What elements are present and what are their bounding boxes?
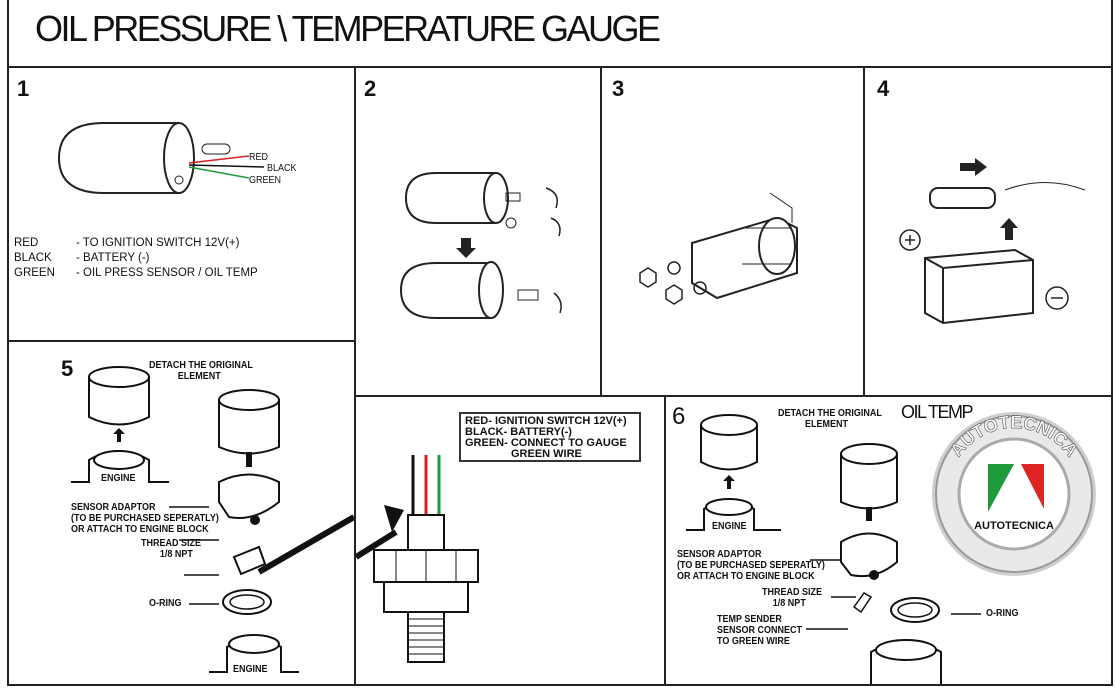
wire-label-black: BLACK (267, 163, 297, 174)
step-number: 2 (364, 76, 377, 101)
legend-row: BLACK- BATTERY (-) (14, 252, 150, 264)
sensor-adaptor-label: SENSOR ADAPTOR(TO BE PURCHASED SEPERATLY… (677, 549, 825, 582)
legend-row: RED- TO IGNITION SWITCH 12V(+) (14, 237, 240, 249)
o-ring-label: O-RING (986, 608, 1019, 619)
engine-label: ENGINE (712, 521, 747, 532)
oil-pressure-sensor-install-illustration (71, 366, 354, 673)
step-2-panel: 2 (354, 66, 602, 397)
step-4-panel: 4 (863, 66, 1113, 397)
bracket-mounting-illustration (639, 192, 798, 305)
oil-temp-sensor-install-illustration: AUTOTECNICA AUTOTECNICA (686, 412, 1096, 684)
logo-inner-text: AUTOTECNICA (974, 520, 1054, 532)
legend-row: GREEN- OIL PRESS SENSOR / OIL TEMP (14, 267, 258, 279)
battery-connection-illustration (899, 158, 1086, 325)
engine-label: ENGINE (233, 664, 268, 675)
wire-legend: RED- TO IGNITION SWITCH 12V(+) BLACK- BA… (14, 236, 258, 281)
wire-label-red: RED (249, 152, 269, 163)
sensor-adaptor-label: SENSOR ADAPTOR(TO BE PURCHASED SEPERATLY… (71, 502, 219, 535)
autotecnica-logo: AUTOTECNICA AUTOTECNICA (932, 412, 1096, 576)
step-1-panel: 1 RED BLACK GREEN RED- TO IGNITION SWITC… (7, 66, 356, 342)
step-number: 4 (877, 76, 890, 101)
sensor-wiring-panel: RED- IGNITION SWITCH 12V(+) BLACK- BATTE… (354, 395, 666, 686)
step-number: 6 (672, 403, 686, 430)
gauge-rear-illustration (57, 122, 265, 194)
pressure-sender-illustration (356, 455, 479, 663)
step-number: 5 (61, 356, 74, 381)
gauge-mounting-illustration (399, 172, 562, 319)
engine-label: ENGINE (101, 473, 136, 484)
o-ring-label: O-RING (149, 598, 182, 609)
page-title: OIL PRESSURE \ TEMPERATURE GAUGE (35, 8, 661, 49)
step-number: 1 (17, 76, 30, 101)
step-number: 3 (612, 76, 625, 101)
oil-temp-heading: OIL TEMP (901, 402, 974, 422)
step-6-panel: 6 OIL TEMP AUTOTECNICA AUTOTECNICA DETAC… (664, 395, 1113, 686)
wire-label-green: GREEN (249, 175, 282, 186)
step-3-panel: 3 (600, 66, 865, 397)
sensor-wiring-legend: RED- IGNITION SWITCH 12V(+) BLACK- BATTE… (459, 412, 641, 462)
